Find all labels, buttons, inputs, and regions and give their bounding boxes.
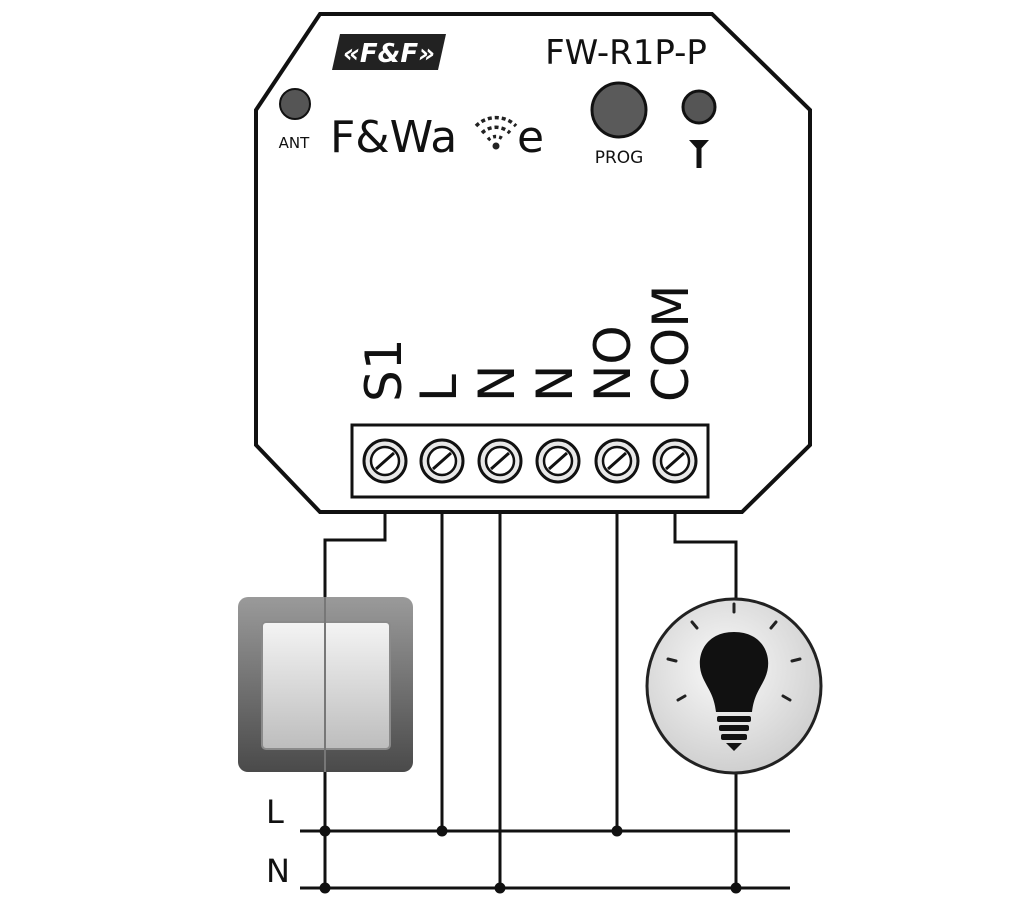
terminal-label-n2: N xyxy=(526,365,584,402)
junction-dot xyxy=(436,825,448,837)
wall-switch xyxy=(238,597,413,772)
terminal-screw-n2 xyxy=(535,438,581,484)
junction-dot xyxy=(730,882,742,894)
terminal-screws xyxy=(362,438,698,484)
ant-label: ANT xyxy=(279,134,310,152)
wifi-icon xyxy=(474,115,518,150)
prog-button[interactable] xyxy=(590,81,648,139)
junction-dot xyxy=(494,882,506,894)
line-label-l: L xyxy=(266,793,284,831)
brand-logo-text: «F&F» xyxy=(343,39,435,69)
line-label-n: N xyxy=(266,852,290,890)
light-bulb-icon xyxy=(645,597,823,775)
terminal-label-com: COM xyxy=(642,285,700,402)
junction-dot xyxy=(319,882,331,894)
status-led xyxy=(681,89,717,125)
terminal-screw-com xyxy=(652,438,698,484)
terminal-block xyxy=(350,423,710,499)
junctions xyxy=(319,825,742,894)
junction-dot xyxy=(319,825,331,837)
prog-label: PROG xyxy=(595,148,644,168)
model-label: FW-R1P-P xyxy=(545,33,707,73)
product-name-prefix: F&Wa xyxy=(330,112,457,163)
brand-logo: «F&F» xyxy=(332,34,446,70)
terminal-screw-no xyxy=(594,438,640,484)
junction-dot xyxy=(611,825,623,837)
terminal-screw-s1 xyxy=(362,438,408,484)
ant-led xyxy=(279,88,311,120)
terminal-label-s1: S1 xyxy=(355,338,413,402)
terminal-label-l: L xyxy=(410,374,468,402)
antenna-icon xyxy=(689,140,709,168)
terminal-screw-l xyxy=(419,438,465,484)
terminal-label-no: NO xyxy=(584,325,642,402)
terminal-labels: S1 L N N NO COM xyxy=(355,285,700,402)
device-body xyxy=(254,12,812,514)
product-name-suffix: e xyxy=(517,112,544,163)
terminal-screw-n1 xyxy=(477,438,523,484)
terminal-label-n1: N xyxy=(468,365,526,402)
